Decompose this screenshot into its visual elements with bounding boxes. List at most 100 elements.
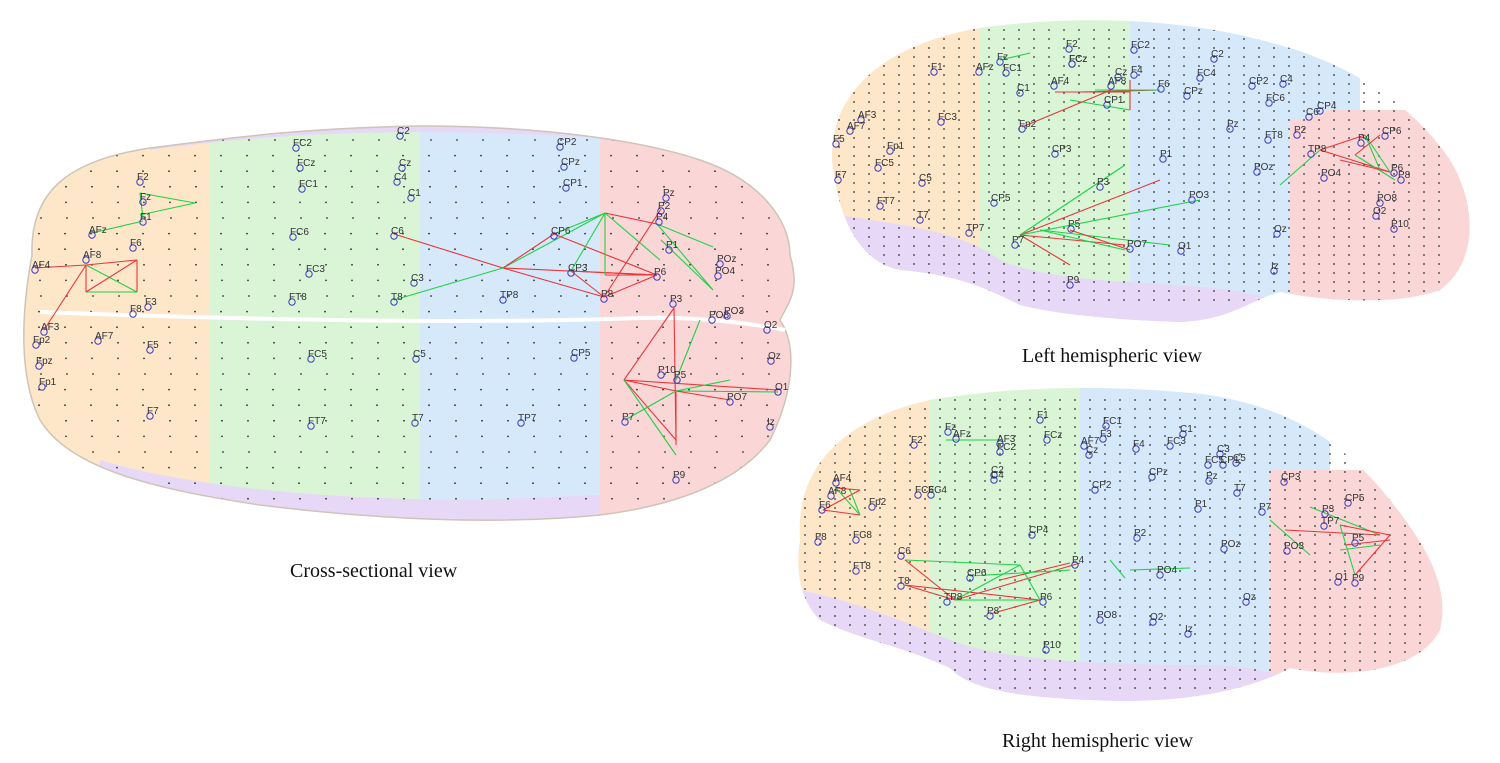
electrode-label: AF7 (1081, 436, 1100, 447)
electrode-afz: AFz (88, 225, 107, 239)
electrode-t7: T7 (916, 210, 929, 224)
connection-line (570, 270, 658, 276)
electrode-marker (390, 298, 398, 306)
connection-line (1129, 567, 1191, 571)
electrode-po3: PO3 (1188, 190, 1209, 204)
electrode-label: P4 (1358, 133, 1371, 144)
electrode-poz: POz (1253, 162, 1273, 176)
electrode-label: PO3 (1284, 541, 1304, 552)
electrode-marker (657, 371, 665, 379)
electrode-label: PO8 (1377, 193, 1397, 204)
electrode-marker (1166, 442, 1174, 450)
electrode-label: F6 (1158, 79, 1170, 90)
electrode-p6: P6 (1390, 163, 1404, 177)
electrode-fc3: FC3 (937, 112, 957, 126)
electrode-marker (1148, 473, 1156, 481)
electrode-marker (40, 328, 48, 336)
electrode-label: P10 (1043, 640, 1061, 651)
electrode-marker (857, 116, 865, 124)
electrode-marker (390, 232, 398, 240)
electrode-label: CP4 (1029, 525, 1049, 536)
electrode-marker (1028, 531, 1036, 539)
electrode-c5: C5 (412, 349, 426, 363)
electrode-p6: P6 (1039, 592, 1053, 606)
electrode-f4: F4 (1132, 439, 1145, 453)
electrode-p10: P10 (1390, 219, 1409, 233)
electrode-marker (35, 362, 43, 370)
longitudinal-fissure (39, 310, 786, 332)
electrode-marker (1344, 499, 1352, 507)
electrode-label: F8 (815, 532, 827, 543)
electrode-p10: P10 (657, 365, 676, 379)
electrode-po8: PO8 (708, 310, 729, 324)
electrode-label: P5 (1352, 533, 1365, 544)
connection-line (570, 270, 605, 298)
connection-line (603, 208, 662, 298)
electrode-marker (996, 448, 1004, 456)
electrode-marker (916, 216, 924, 224)
electrode-label: CP2 (1249, 76, 1269, 87)
electrode-label: P4 (1072, 555, 1085, 566)
electrode-label: P9 (1352, 573, 1365, 584)
electrode-marker (289, 233, 297, 241)
connection-line (1069, 229, 1131, 251)
electrode-marker (1018, 125, 1026, 133)
electrode-p7: P7 (1258, 502, 1272, 516)
electrode-marker (766, 423, 774, 431)
electrode-af8: AF8 (827, 486, 847, 500)
electrode-marker (665, 246, 673, 254)
electrode-marker (1376, 199, 1384, 207)
electrode-marker (570, 354, 578, 362)
electrode-oz: Oz (1273, 224, 1287, 238)
electrode-cz: Cz (398, 158, 411, 172)
electrode-marker (714, 272, 722, 280)
electrode-label: P4 (656, 212, 669, 223)
electrode-marker (996, 58, 1004, 66)
electrode-marker (669, 300, 677, 308)
electrode-f6: F6 (1157, 79, 1170, 93)
connection-line (904, 584, 956, 601)
electrode-marker (398, 164, 406, 172)
connection-line (1039, 229, 1171, 246)
electrode-label: FC6 (1266, 93, 1285, 104)
electrode-label: FC1 (299, 179, 318, 190)
electrode-cp5: CP5 (990, 193, 1011, 207)
electrode-label: AF3 (41, 322, 60, 333)
electrode-f3: F3 (1099, 429, 1112, 443)
electrode-marker (1320, 522, 1328, 530)
connection-line (623, 379, 677, 456)
electrode-marker (990, 199, 998, 207)
electrode-marker (1279, 80, 1287, 88)
electrode-c5: C5 (918, 173, 932, 187)
electrode-p5: P5 (1067, 219, 1081, 233)
electrode-marker (657, 207, 665, 215)
occipital-region (1270, 470, 1443, 700)
connection-line (1021, 89, 1112, 128)
connection-line (1039, 229, 1126, 251)
electrode-label: CP2 (557, 137, 577, 148)
electrode-label: F7 (835, 170, 847, 181)
electrode-marker (952, 435, 960, 443)
electrode-label: Fp1 (887, 141, 905, 152)
electrode-marker (874, 164, 882, 172)
electrode-label: C4 (394, 172, 407, 183)
electrode-label: F4 (1131, 65, 1143, 76)
electrode-marker (832, 140, 840, 148)
electrode-label: C5 (413, 349, 426, 360)
electrode-label: FC4 (1197, 68, 1216, 79)
electrode-marker (930, 68, 938, 76)
electrode-label: AF7 (847, 121, 866, 132)
electrode-label: TP8 (944, 592, 963, 603)
electrode-tp8: TP8 (499, 290, 519, 304)
connection-line (604, 212, 661, 261)
electrode-label: FC2 (1131, 40, 1150, 51)
electrode-marker (410, 279, 418, 287)
electrode-p8: P8 (1397, 170, 1411, 184)
electrode-label: P6 (1391, 163, 1404, 174)
electrode-af7: AF7 (846, 121, 866, 135)
electrode-label: F4 (1133, 439, 1145, 450)
electrode-label: O1 (1335, 572, 1349, 583)
electrode-p8: P8 (986, 606, 1000, 620)
